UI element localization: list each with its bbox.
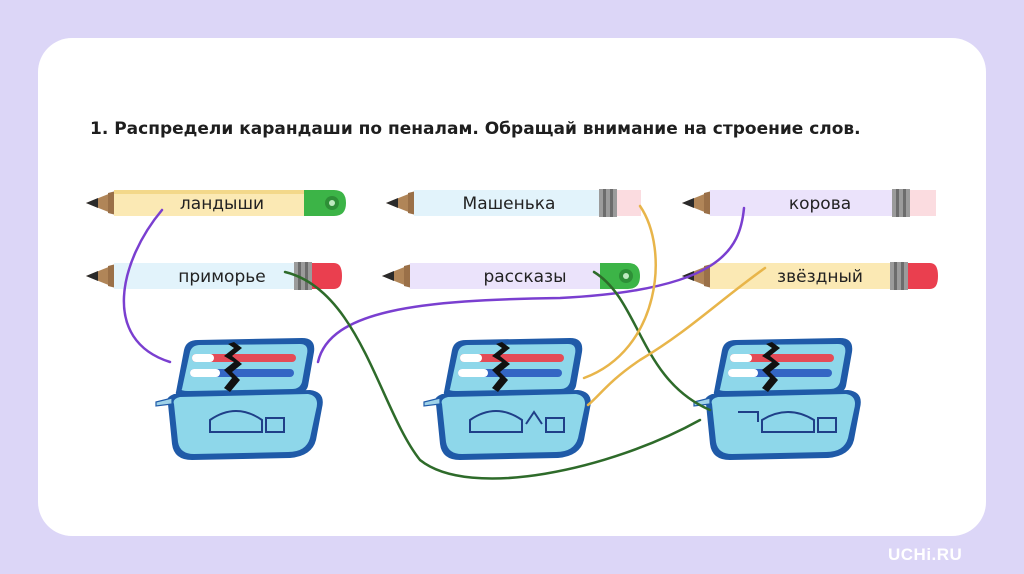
pencil-case-3[interactable]	[693, 337, 862, 461]
eraser-icon	[600, 263, 640, 289]
eraser-icon	[304, 190, 346, 216]
connection-lines	[122, 204, 767, 480]
pencil-case-1[interactable]	[155, 337, 324, 461]
pencil-rasskazy[interactable]: рассказы	[382, 263, 640, 289]
line-mashenka-case2	[582, 204, 657, 380]
pencil-zvyozdny[interactable]: звёздный	[682, 262, 938, 290]
pencil-korova[interactable]: корова	[682, 189, 936, 217]
pencil-word: рассказы	[483, 267, 566, 287]
line-rasskazy-case3	[592, 270, 712, 412]
line-primorye-case3	[283, 270, 702, 480]
ferrule-icon	[599, 189, 641, 217]
line-zvyozdny-case2	[586, 266, 767, 407]
line-landyshi-case1	[122, 208, 172, 364]
pencil-word: Машенька	[463, 194, 556, 214]
pencil-primorye[interactable]: приморье	[86, 262, 342, 290]
scheme-root-suffix-ending	[469, 410, 565, 433]
pencil-word: звёздный	[777, 267, 863, 287]
eraser-icon	[294, 262, 342, 290]
eraser-icon	[890, 262, 938, 290]
pencil-mashenka[interactable]: Машенька	[386, 189, 641, 217]
scheme-prefix-root-ending	[738, 411, 837, 433]
pencil-word: приморье	[178, 267, 265, 287]
task-title: 1. Распредели карандаши по пеналам. Обра…	[90, 119, 861, 139]
pencil-landyshi[interactable]: ландыши	[86, 190, 346, 216]
scheme-root-ending	[209, 410, 285, 433]
brand-logo: UCHi.RU	[888, 545, 963, 564]
pencil-case-2[interactable]	[423, 337, 592, 461]
ferrule-icon	[892, 189, 936, 217]
pencil-word: корова	[789, 194, 851, 214]
pencil-word: ландыши	[180, 194, 264, 214]
